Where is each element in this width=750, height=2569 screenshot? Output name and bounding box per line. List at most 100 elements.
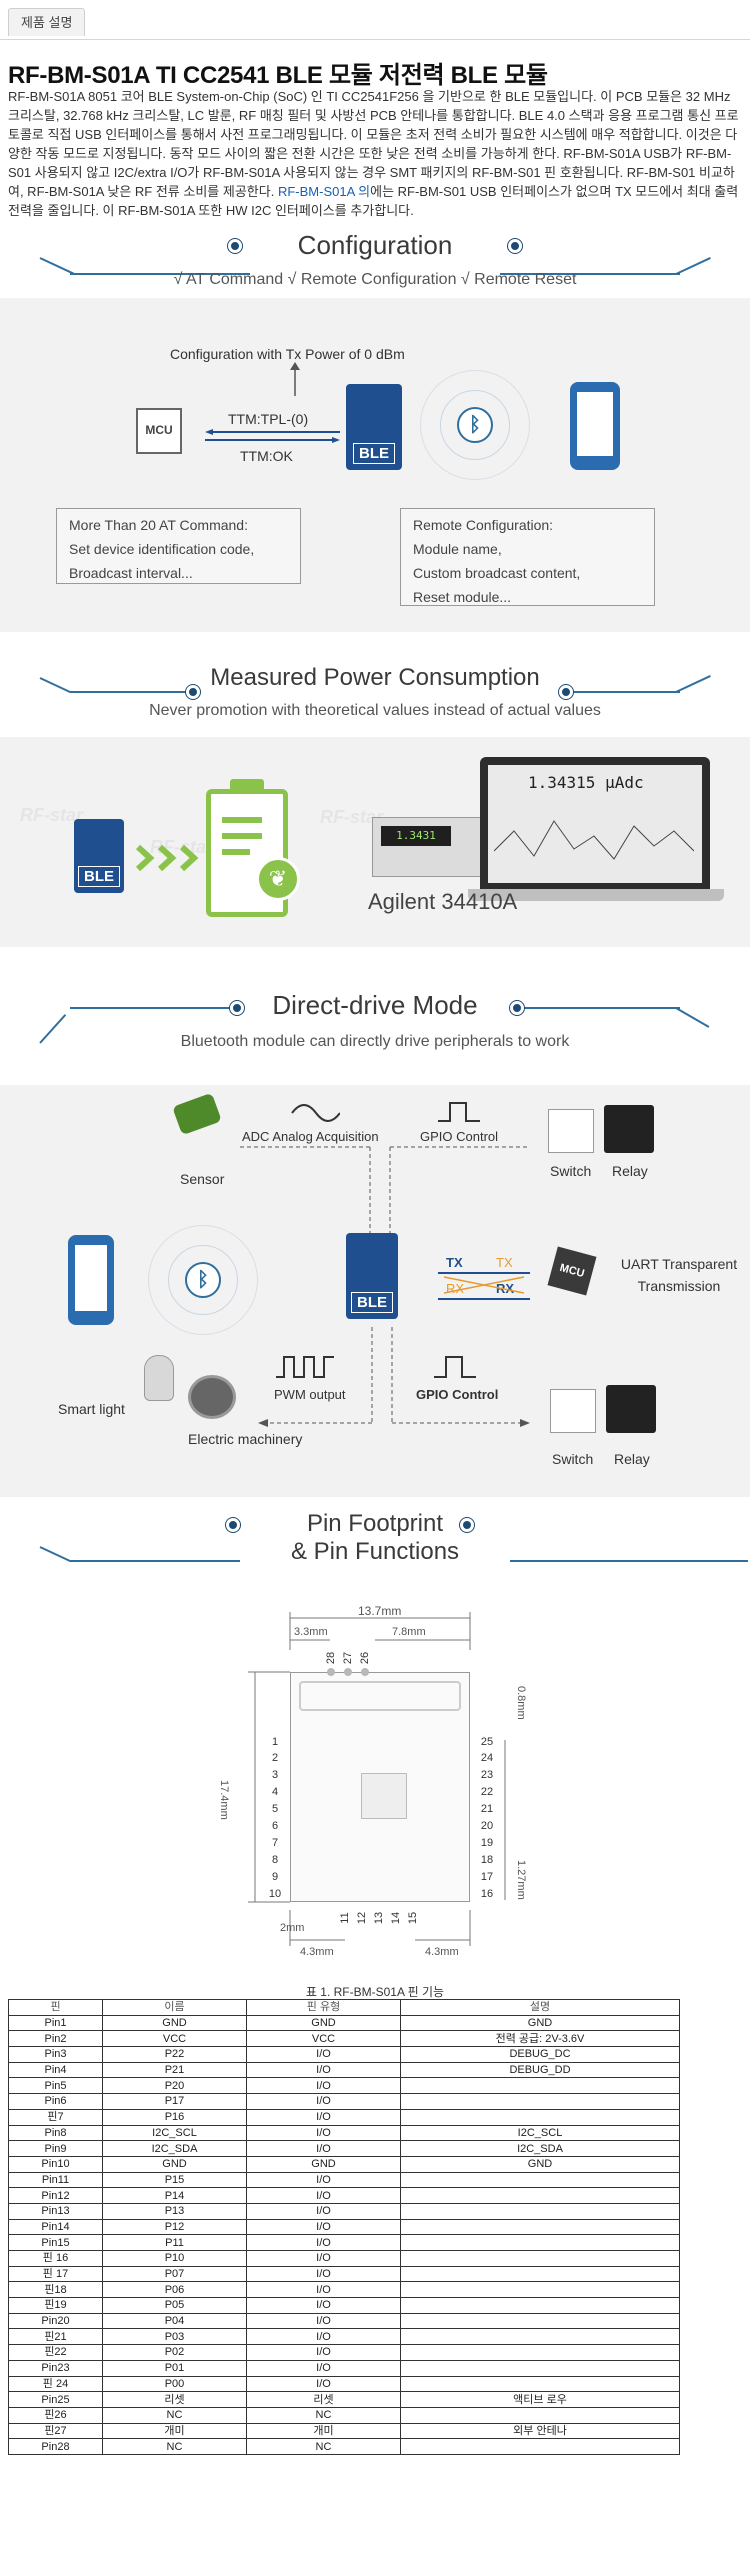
cell-type: I/O	[246, 2061, 401, 2079]
col-header-type: 핀 유형	[246, 1999, 401, 2016]
cell-type: 리셋	[246, 2391, 401, 2408]
config-panel: Configuration with Tx Power of 0 dBm MCU…	[0, 298, 750, 632]
module-outline	[290, 1672, 470, 1902]
cell-name: P11	[102, 2234, 247, 2251]
remote-box-line-3: Custom broadcast content,	[413, 565, 581, 581]
relay-icon-top	[604, 1105, 654, 1153]
pin-label: 6	[271, 1820, 279, 1832]
pin-label: 25	[480, 1736, 494, 1748]
pad	[327, 1668, 335, 1676]
cell-pin: Pin8	[8, 2124, 103, 2142]
pin-label: 22	[480, 1786, 494, 1798]
col-header-name: 이름	[102, 1999, 247, 2016]
cell-name: 리셋	[102, 2391, 247, 2408]
switch-top-label: Switch	[550, 1163, 592, 1179]
intro-link[interactable]: RF-BM-S01A 의	[277, 184, 371, 199]
pin-label: 1	[271, 1736, 279, 1748]
smartphone-icon	[68, 1235, 114, 1325]
cell-pin: 핀 17	[8, 2265, 103, 2283]
relay-icon-bottom	[606, 1385, 656, 1433]
cell-type: I/O	[246, 2124, 401, 2142]
signal-ring-outer	[148, 1225, 258, 1335]
signal-ring-inner	[440, 390, 510, 460]
cell-description	[400, 2328, 680, 2346]
motor-icon	[188, 1375, 236, 1419]
header-line-right	[500, 273, 680, 275]
watermark: RF-star	[20, 805, 84, 825]
header-dot-left	[230, 1001, 244, 1015]
header-dot-right	[508, 239, 522, 253]
header-line-left	[70, 1007, 240, 1009]
cell-name: P10	[102, 2250, 247, 2267]
cell-description: DEBUG_DD	[400, 2061, 680, 2079]
cell-description: GND	[400, 2155, 680, 2173]
cell-description	[400, 2077, 680, 2095]
battery-line	[222, 817, 262, 823]
cell-description	[400, 2438, 680, 2455]
up-arrow	[290, 362, 300, 396]
cell-type: I/O	[246, 2093, 401, 2110]
at-box-line-2: Set device identification code,	[69, 541, 255, 557]
switch-icon-bottom	[550, 1389, 596, 1433]
power-panel: RF-star RF-star RF-star RF-star BLE ❦ 1.…	[0, 737, 750, 947]
signal-ring-inner	[168, 1245, 238, 1315]
footprint-header: Pin Footprint & Pin Functions	[0, 1510, 750, 1590]
header-line-left	[70, 691, 200, 693]
cell-pin: 핀26	[8, 2406, 103, 2424]
gpio-top-label: GPIO Control	[420, 1129, 499, 1144]
cell-type: I/O	[246, 2046, 401, 2063]
cell-description	[400, 2406, 680, 2424]
cell-description: 전력 공급: 2V-3.6V	[400, 2030, 680, 2048]
col-header-description: 설명	[400, 1999, 680, 2016]
cell-name: P03	[102, 2328, 247, 2346]
pin-label: 16	[480, 1888, 494, 1900]
watermark: RF-star	[320, 807, 384, 827]
cell-name: P02	[102, 2344, 247, 2361]
instrument-label: Agilent 34410A	[368, 889, 518, 914]
smart-light-icon	[144, 1355, 174, 1401]
command-tpl: TTM:TPL-(0)	[228, 411, 309, 427]
cell-pin: Pin4	[8, 2061, 103, 2079]
pin-label: 3	[271, 1769, 279, 1781]
cell-pin: Pin11	[8, 2171, 103, 2189]
digital-wave-icon	[438, 1102, 480, 1122]
cell-type: I/O	[246, 2281, 401, 2299]
battery-cap	[230, 779, 264, 791]
cell-description	[400, 2344, 680, 2361]
pad	[361, 1668, 369, 1676]
cell-pin: 핀27	[8, 2422, 103, 2440]
tab-product-description[interactable]: 제품 설명	[8, 8, 86, 36]
leaf-icon: ❦	[256, 857, 300, 901]
remote-config-box: Remote Configuration: Module name, Custo…	[400, 508, 655, 606]
cell-type: I/O	[246, 2250, 401, 2267]
pin-label: 19	[480, 1837, 494, 1849]
cell-type: VCC	[246, 2030, 401, 2048]
cell-pin: Pin28	[8, 2438, 103, 2455]
tx-caption: Configuration with Tx Power of 0 dBm	[170, 346, 405, 362]
cell-pin: 핀 24	[8, 2375, 103, 2393]
dim-pitch-top: 0.8mm	[515, 1686, 527, 1720]
machinery-label: Electric machinery	[188, 1431, 303, 1447]
cell-pin: Pin3	[8, 2046, 103, 2063]
tx-label-cross: TX	[496, 1255, 513, 1270]
cell-type: I/O	[246, 2187, 401, 2204]
cell-pin: 핀19	[8, 2297, 103, 2314]
adc-label: ADC Analog Acquisition	[242, 1129, 379, 1144]
cell-name: P01	[102, 2359, 247, 2377]
cell-name: P22	[102, 2046, 247, 2063]
tab-bar: 제품 설명	[0, 0, 750, 40]
cell-name: P20	[102, 2077, 247, 2095]
pin-label: 8	[271, 1854, 279, 1866]
intro-text-1: RF-BM-S01A 8051 코어 BLE System-on-Chip (S…	[8, 89, 739, 199]
ble-label: BLE	[353, 443, 395, 464]
